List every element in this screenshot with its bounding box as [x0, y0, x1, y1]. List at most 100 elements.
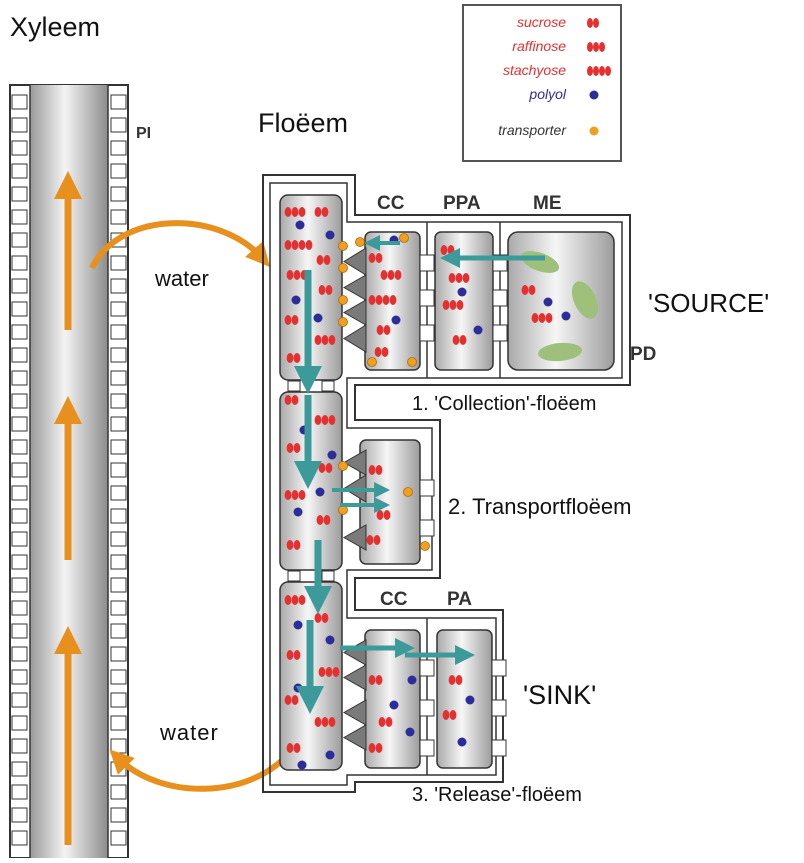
polyol-molecule: [291, 295, 301, 305]
sink-label: 'SINK': [523, 680, 597, 710]
legend-item-polyol: polyol: [464, 84, 620, 106]
sucrose-molecule: [452, 335, 467, 345]
xylem-vessel: [9, 84, 129, 859]
sucrose-molecule: [314, 613, 329, 623]
me-label: ME: [533, 193, 562, 214]
sucrose-molecule: [376, 325, 391, 335]
polyol-molecule: [465, 695, 475, 705]
sucrose-molecule: [286, 650, 301, 660]
transport-phloem-label: 2. Transportfloëem: [448, 494, 632, 519]
sucrose-molecule: [378, 717, 393, 727]
phloem-flow-arrows: [294, 235, 545, 714]
xylem-pits-left: [11, 94, 28, 846]
raffinose-molecule: [314, 415, 336, 425]
polyol-molecule: [313, 313, 323, 323]
transporter-protein: [338, 295, 348, 305]
polyol-molecule: [295, 220, 305, 230]
transporter-protein: [338, 461, 348, 471]
polyol-molecule: [315, 487, 325, 497]
transporter-protein: [420, 541, 430, 551]
legend: sucrose raffinose stachyose polyol trans…: [462, 4, 622, 162]
sucrose-molecule: [314, 207, 329, 217]
transporter-protein: [399, 233, 409, 243]
polyol-molecule: [389, 700, 399, 710]
legend-item-transporter: transporter: [464, 120, 620, 142]
legend-item-sucrose: sucrose: [464, 12, 620, 34]
sucrose-molecule: [368, 253, 383, 263]
sucrose-molecule: [286, 353, 301, 363]
xylem-label: Xyleem: [10, 12, 101, 42]
raffinose-molecule: [380, 270, 402, 280]
sucrose-molecule: [368, 743, 383, 753]
transporter-protein: [367, 357, 377, 367]
sucrose-molecule: [286, 540, 301, 550]
polyol-molecule: [293, 620, 303, 630]
polyol-molecule: [297, 760, 307, 770]
raffinose-molecule: [318, 667, 340, 677]
polyol-molecule: [327, 450, 337, 460]
pi-label: PI: [136, 125, 152, 142]
polyol-molecule: [561, 311, 571, 321]
pd-label: PD: [630, 344, 657, 365]
raffinose-icon: [587, 42, 605, 52]
polyol-molecule: [325, 635, 335, 645]
raffinose-molecule: [442, 300, 464, 310]
polyol-molecule: [325, 230, 335, 240]
transporter-icon: [589, 126, 599, 136]
polyol-molecule: [293, 507, 303, 517]
raffinose-molecule: [284, 490, 306, 500]
cc-label-bottom: CC: [380, 589, 408, 610]
polyol-icon: [589, 90, 599, 100]
raffinose-molecule: [284, 207, 306, 217]
sucrose-molecule: [316, 255, 331, 265]
polyol-molecule: [405, 727, 415, 737]
transporter-protein: [338, 317, 348, 327]
sucrose-molecule: [284, 315, 299, 325]
sucrose-molecule: [366, 535, 381, 545]
transporter-protein: [407, 357, 417, 367]
pa-cell: [436, 629, 493, 769]
polyol-molecule: [407, 675, 417, 685]
polyol-molecule: [457, 737, 467, 747]
legend-item-stachyose: stachyose: [464, 60, 620, 82]
sucrose-molecule: [318, 285, 333, 295]
chloroplasts: [520, 251, 599, 362]
transporter-protein: [355, 237, 365, 247]
sucrose-molecule: [368, 465, 383, 475]
phloem-label: Floëem: [258, 108, 349, 138]
stachyose-icon: [587, 66, 611, 76]
sucrose-molecule: [286, 743, 301, 753]
polyol-molecule: [293, 683, 303, 693]
sucrose-molecule: [521, 285, 536, 295]
transporter-protein: [338, 241, 348, 251]
water-return-arrow: [109, 749, 293, 792]
water-label-top: water: [155, 266, 209, 291]
raffinose-molecule: [531, 313, 553, 323]
polyol-molecule: [325, 750, 335, 760]
phloem-outer-wall: [262, 174, 631, 793]
sucrose-molecule: [316, 515, 331, 525]
raffinose-molecule: [284, 595, 306, 605]
sucrose-molecule: [286, 443, 301, 453]
transporter-protein: [338, 263, 348, 273]
polyol-molecule: [391, 315, 401, 325]
sucrose-icon: [587, 18, 599, 28]
sucrose-molecule: [374, 347, 389, 357]
transporter-protein: [403, 487, 413, 497]
companion-cell-middle: [359, 439, 421, 565]
collection-phloem-label: 1. 'Collection'-floëem: [412, 393, 597, 415]
raffinose-molecule: [314, 717, 336, 727]
water-uptake-arrow: [89, 220, 270, 270]
pa-label: PA: [447, 589, 472, 610]
legend-item-raffinose: raffinose: [464, 36, 620, 58]
release-phloem-label: 3. 'Release'-floëem: [412, 784, 582, 806]
sucrose-molecule: [368, 675, 383, 685]
raffinose-molecule: [286, 270, 308, 280]
water-label-bottom: water: [160, 720, 219, 745]
sucrose-molecule: [284, 395, 299, 405]
ppa-label: PPA: [443, 193, 481, 214]
stachyose-molecule: [368, 295, 397, 305]
polyol-molecule: [543, 297, 553, 307]
raffinose-molecule: [314, 335, 336, 345]
